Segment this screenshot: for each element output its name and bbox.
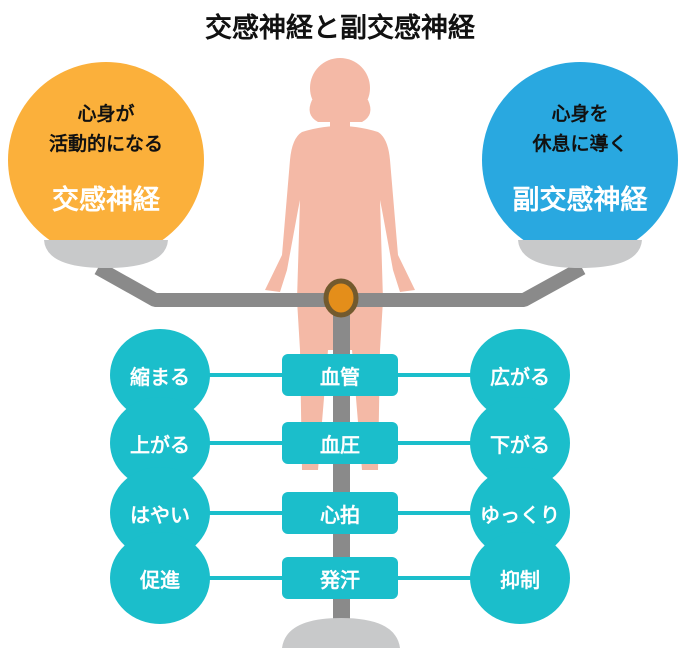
left-pan (44, 240, 168, 268)
right-pan (518, 240, 642, 268)
row-label: 血圧 (282, 422, 398, 464)
sympathetic-desc-1: 心身が (77, 103, 135, 125)
parasympathetic-desc-1: 心身を (551, 103, 609, 125)
parasympathetic-name: 副交感神経 (512, 185, 648, 216)
page-title: 交感神経と副交感神経 (205, 13, 475, 44)
sympathetic-effect: 促進 (110, 532, 210, 624)
scale-base (282, 618, 400, 648)
parasympathetic-effect: 抑制 (470, 532, 570, 624)
parasympathetic-desc-2: 休息に導く (532, 133, 628, 155)
parasympathetic-circle (482, 62, 678, 258)
sympathetic-desc-2: 活動的になる (48, 133, 163, 155)
row-label: 心拍 (282, 492, 398, 534)
sympathetic-circle (8, 62, 204, 258)
row-label: 発汗 (282, 557, 398, 599)
row-label: 血管 (282, 354, 398, 396)
sympathetic-name: 交感神経 (52, 185, 160, 216)
sympathetic-effect: 上がる (110, 397, 210, 489)
scale-pivot (323, 278, 359, 318)
